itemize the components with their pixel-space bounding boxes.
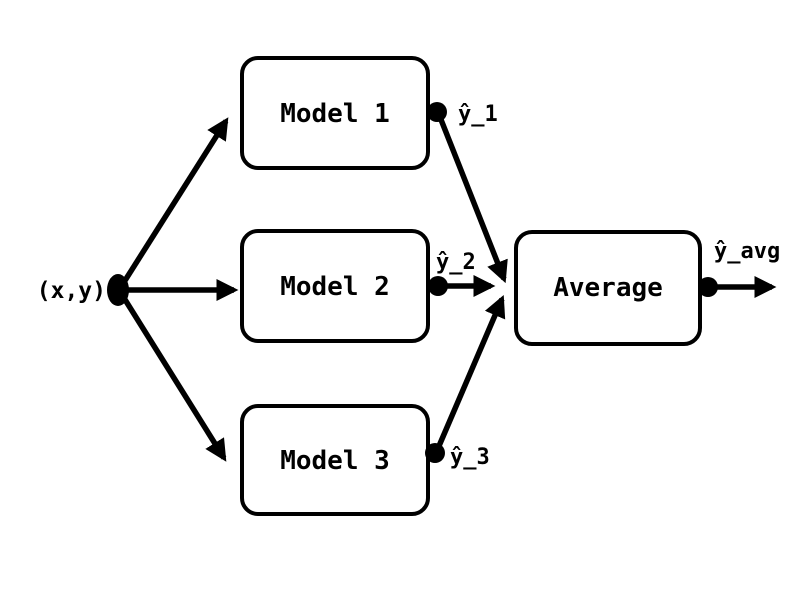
model-3-output-label: ŷ_3 [450,445,490,470]
model-2-label: Model 2 [280,272,390,302]
final-output-label: ŷ_avg [714,239,780,264]
model-3-output-dot [425,443,445,463]
model-1-output-dot [427,102,447,122]
edge-input-to-model-1 [116,117,229,292]
model-1-output-label: ŷ_1 [458,102,498,127]
average-output-dot [698,277,718,297]
edge-model-3-to-average [433,294,506,455]
model-3-label: Model 3 [280,446,390,476]
model-2-output-label: ŷ_2 [436,250,476,275]
model-1-label: Model 1 [280,99,390,129]
input-label: (x,y) [37,278,106,304]
edge-model-1-to-average [435,110,508,284]
edge-input-to-model-3 [116,288,227,462]
input-node-dot [107,274,129,306]
model-2-output-dot [428,276,448,296]
average-label: Average [553,273,663,303]
